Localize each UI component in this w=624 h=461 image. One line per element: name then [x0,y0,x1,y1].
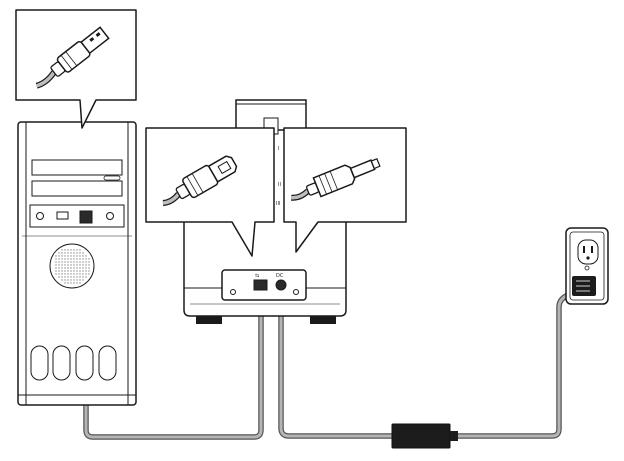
power-adapter [391,423,458,449]
usb-b-plug-icon [162,155,238,206]
usb-b-port [253,279,268,291]
callout-usb-a [15,9,137,129]
computer-tower [17,121,137,406]
usb-cable [83,222,264,440]
drive-bay-2 [31,180,123,197]
wall-outlet [565,227,609,305]
scanner-side-mark-2: II [278,182,281,188]
usb-connector-plugged [79,210,93,224]
ac-power-cable [450,289,576,439]
ac-plug [572,276,596,296]
speaker-grille [49,243,95,289]
dc-port-label: DC [276,273,284,279]
scanner-side-mark-1: I [278,146,279,152]
usb-port-label: ⇆ [255,273,259,279]
scanner-side-mark-3: III [276,201,280,207]
front-vents [30,345,117,381]
front-port-panel [29,204,125,228]
dc-in-port [275,279,287,291]
dc-barrel-plug-icon [290,158,381,201]
usb-port-icon [56,211,69,220]
usb-a-plug-icon [35,26,110,89]
callout-dc-plug [283,127,407,253]
callout-usb-b [145,127,275,257]
dc-power-cable [278,298,396,439]
drive-bay-1 [31,159,123,176]
